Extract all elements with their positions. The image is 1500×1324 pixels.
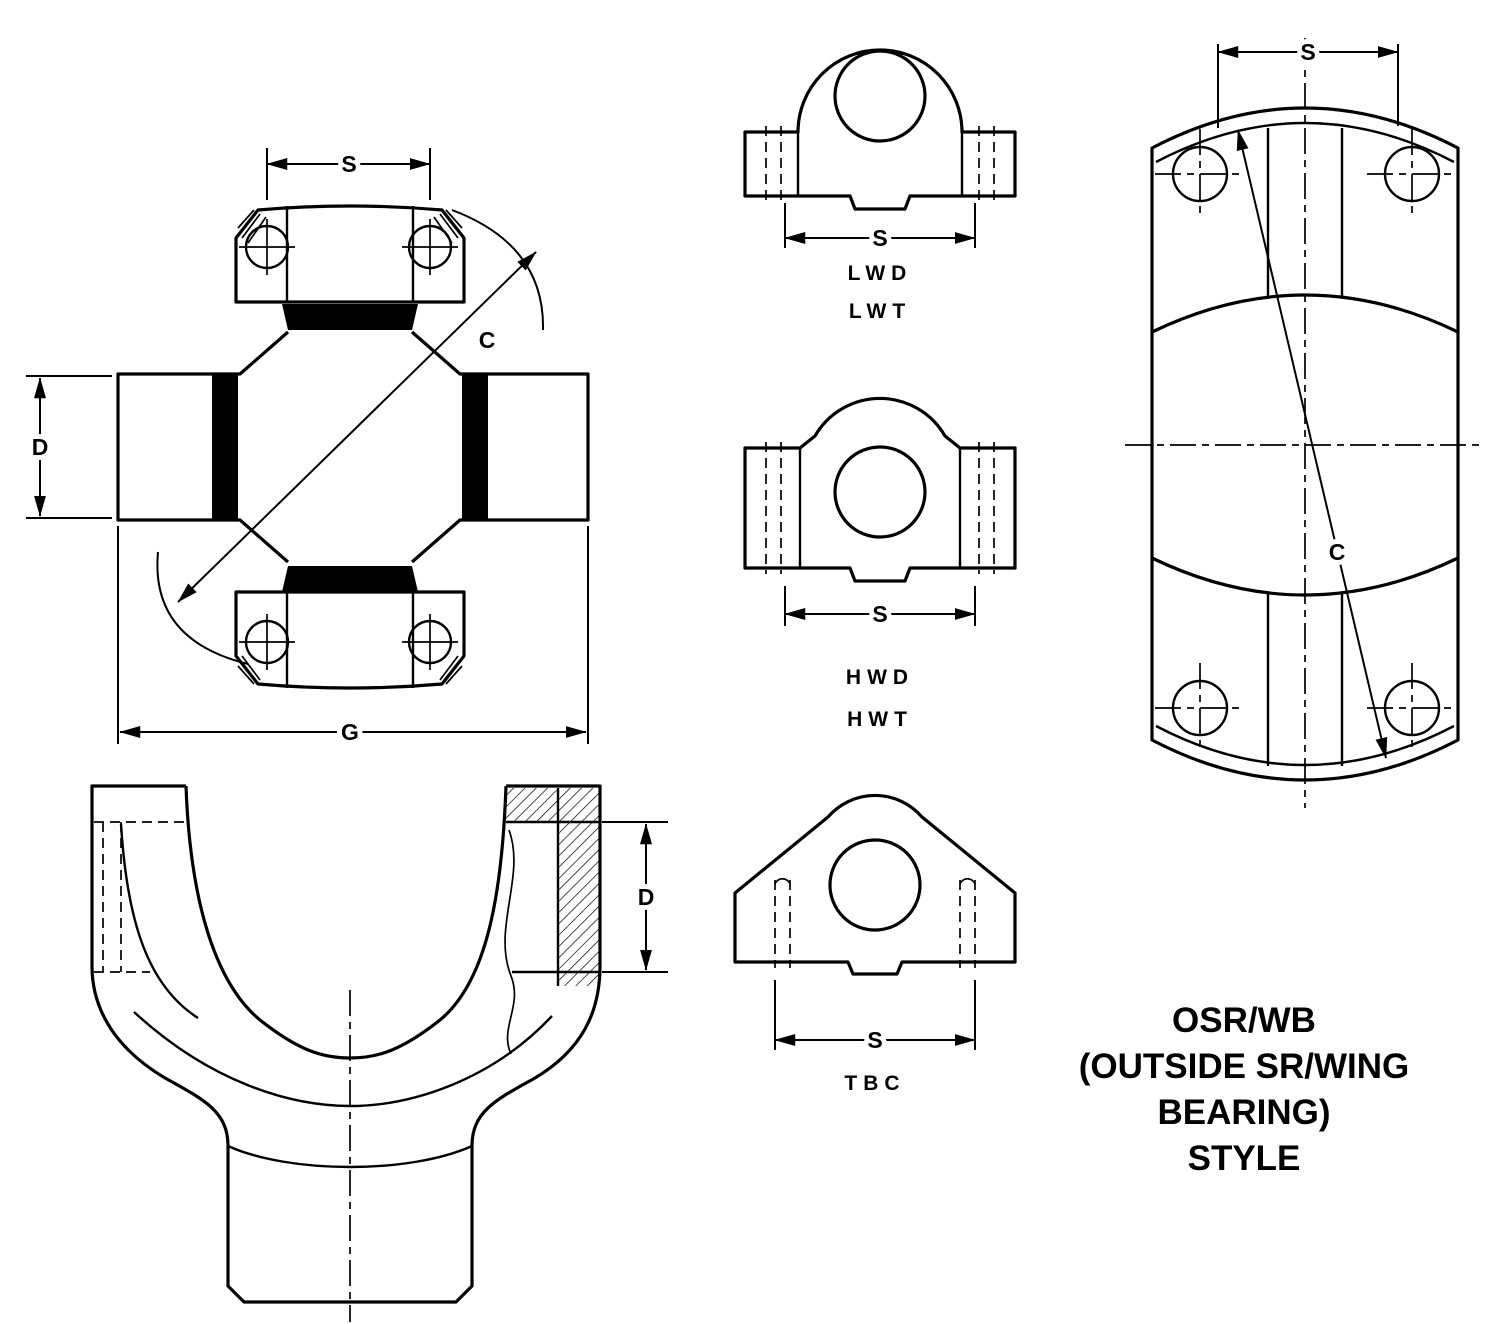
bearing-bore — [833, 49, 927, 143]
bolt-hole — [402, 614, 458, 670]
dimension-s-tbc: S — [774, 980, 976, 1058]
dim-label-g: G — [341, 719, 359, 745]
bolt-hole — [1155, 663, 1245, 753]
dim-label-s: S — [872, 601, 887, 627]
dim-label-s: S — [872, 225, 887, 251]
bottom-bearing-cap — [234, 590, 466, 690]
seal-band-bottom — [282, 566, 418, 592]
cap-style-label-lwd: LWD — [848, 262, 913, 285]
hidden-bolt-slots — [774, 878, 976, 968]
bolt-hole — [1155, 129, 1245, 219]
bolt-hole — [239, 614, 295, 670]
dim-label-c: C — [1329, 539, 1346, 565]
dimension-d-left: D — [26, 375, 112, 519]
bearing-bore — [828, 838, 922, 932]
dim-label-d: D — [32, 434, 49, 460]
seal-band-left-arm — [212, 374, 238, 520]
hatch-area — [506, 788, 600, 822]
dimension-s-hwd: S — [784, 586, 976, 632]
shaft-transition — [227, 1144, 473, 1169]
seal-band-right-arm — [462, 374, 488, 520]
top-rim-line — [1155, 121, 1455, 164]
osr-wb-plate-view: S C — [1125, 34, 1485, 808]
dim-label-c: C — [479, 327, 496, 353]
dim-label-d: D — [638, 884, 655, 910]
dimension-d-yoke: D — [602, 821, 668, 973]
cap-style-lwd-lwt: S LWD LWT — [743, 48, 1017, 323]
cap-style-label-tbc: TBC — [844, 1072, 905, 1095]
dim-label-s: S — [1300, 39, 1315, 65]
caption-line-1: OSR/WB — [1172, 1001, 1316, 1040]
cap-style-label-hwt: HWT — [847, 708, 913, 731]
cross-journal-front-view: S D C — [26, 146, 590, 750]
style-caption: OSR/WB (OUTSIDE SR/WING BEARING) STYLE — [1079, 1001, 1410, 1178]
hatch-area — [558, 822, 600, 986]
dimension-s-top: S — [266, 146, 431, 200]
cross-body — [116, 330, 590, 564]
dimension-c-plate: C — [1236, 129, 1388, 759]
cap-outline — [743, 396, 1017, 583]
break-wave-line — [504, 829, 516, 1055]
end-yoke-section-view: D — [90, 784, 668, 1322]
left-ear-bore-curve — [119, 823, 199, 1020]
cap-outline — [733, 793, 1017, 976]
top-bearing-cap — [234, 204, 466, 304]
cap-style-hwd-hwt: S HWD HWT — [743, 396, 1017, 731]
yoke-outline — [90, 784, 602, 1304]
dimension-s-plate: S — [1217, 34, 1399, 128]
cap-outline — [743, 48, 1017, 211]
caption-line-2: (OUTSIDE SR/WING — [1079, 1047, 1410, 1086]
plate-outline — [1150, 106, 1460, 782]
hidden-bolt-lines — [765, 442, 995, 574]
cap-style-tbc: S TBC — [733, 793, 1017, 1095]
bearing-bore — [833, 445, 927, 539]
caption-line-3: BEARING) — [1157, 1093, 1330, 1132]
cap-style-label-hwd: HWD — [846, 666, 914, 689]
seal-band-top — [282, 304, 418, 330]
hidden-bolt-lines — [765, 126, 995, 203]
section-boundaries — [504, 788, 600, 1055]
bolt-hole — [1367, 663, 1457, 753]
yoke-cup-bore — [184, 785, 508, 1060]
cap-style-label-lwt: LWT — [849, 300, 911, 323]
caption-line-4: STYLE — [1188, 1139, 1301, 1178]
dim-label-s: S — [867, 1027, 882, 1053]
hidden-bore-lines — [94, 821, 184, 973]
dim-label-s: S — [341, 151, 356, 177]
dimension-s-lwd: S — [784, 203, 976, 256]
